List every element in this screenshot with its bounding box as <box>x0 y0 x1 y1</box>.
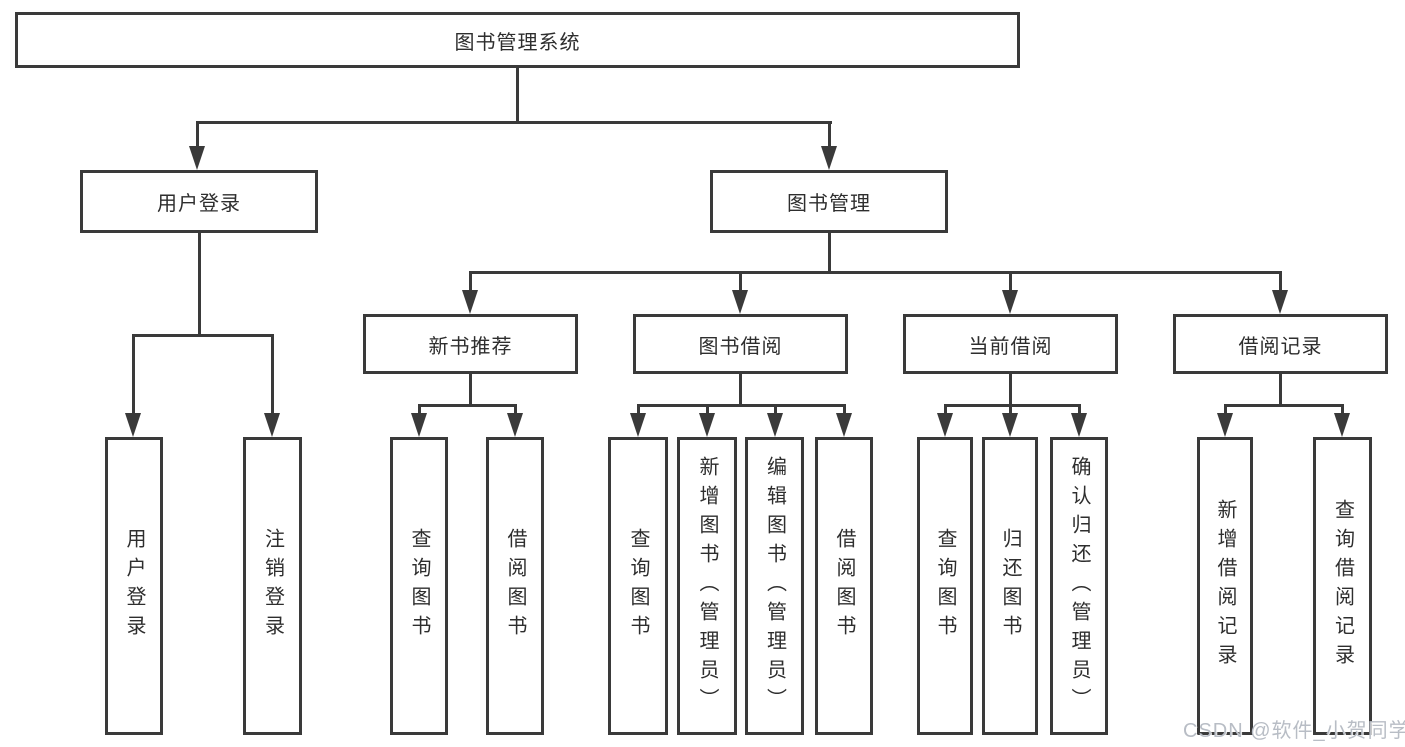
connector-line <box>1341 404 1344 415</box>
connector-line <box>196 121 199 148</box>
leaf-borrow-books: 借阅图书 <box>815 437 873 735</box>
arrow-down-icon <box>189 146 205 170</box>
leaf-add-borrow-record: 新增借阅记录 <box>1197 437 1253 735</box>
connector-line <box>637 404 640 415</box>
leaf-query-books-current-label: 查询图书 <box>934 528 956 644</box>
leaf-add-books-admin: 新增图书（管理员） <box>677 437 737 735</box>
watermark: CSDN @软件_小贺同学 <box>1183 720 1405 742</box>
connector-line <box>132 334 135 415</box>
connector-line <box>774 404 777 415</box>
connector-line <box>132 334 273 337</box>
leaf-query-borrow-record-label: 查询借阅记录 <box>1331 499 1354 673</box>
node-user-login-label: 用户登录 <box>157 193 241 215</box>
leaf-borrow-books-recommend: 借阅图书 <box>486 437 544 735</box>
node-book-management: 图书管理 <box>710 170 948 233</box>
leaf-query-borrow-record: 查询借阅记录 <box>1313 437 1372 735</box>
connector-line <box>469 374 472 407</box>
leaf-edit-books-admin: 编辑图书（管理员） <box>745 437 804 735</box>
connector-line <box>271 334 274 415</box>
arrow-down-icon <box>767 413 783 437</box>
node-user-login: 用户登录 <box>80 170 318 233</box>
arrow-down-icon <box>1217 413 1233 437</box>
arrow-down-icon <box>1272 290 1288 314</box>
node-root-label: 图书管理系统 <box>454 31 581 54</box>
connector-line <box>1279 374 1282 407</box>
arrow-down-icon <box>937 413 953 437</box>
arrow-down-icon <box>1334 413 1350 437</box>
leaf-confirm-return-admin: 确认归还（管理员） <box>1050 437 1108 735</box>
connector-line <box>418 404 421 415</box>
arrow-down-icon <box>1071 413 1087 437</box>
arrow-down-icon <box>411 413 427 437</box>
leaf-query-books-borrowing: 查询图书 <box>608 437 668 735</box>
arrow-down-icon <box>1002 290 1018 314</box>
node-book-borrowing: 图书借阅 <box>633 314 848 374</box>
arrow-down-icon <box>821 146 837 170</box>
connector-line <box>1078 404 1081 415</box>
connector-line <box>469 271 472 292</box>
connector-line <box>1009 374 1012 407</box>
arrow-down-icon <box>125 413 141 437</box>
arrow-down-icon <box>507 413 523 437</box>
leaf-query-books-recommend-label: 查询图书 <box>408 528 430 644</box>
arrow-down-icon <box>732 290 748 314</box>
connector-line <box>843 404 846 415</box>
arrow-down-icon <box>836 413 852 437</box>
leaf-return-books-label: 归还图书 <box>999 528 1021 644</box>
node-current-borrowing-label: 当前借阅 <box>968 335 1053 358</box>
connector-line <box>828 121 831 148</box>
connector-line <box>706 404 709 415</box>
connector-line <box>418 404 517 407</box>
node-book-borrowing-label: 图书借阅 <box>698 335 783 358</box>
leaf-logout-label: 注销登录 <box>261 528 284 644</box>
leaf-add-books-admin-label: 新增图书（管理员） <box>696 455 718 717</box>
connector-line <box>1224 404 1227 415</box>
leaf-add-borrow-record-label: 新增借阅记录 <box>1214 499 1236 673</box>
leaf-logout: 注销登录 <box>243 437 302 735</box>
leaf-borrow-books-recommend-label: 借阅图书 <box>504 528 526 644</box>
leaf-borrow-books-label: 借阅图书 <box>833 528 855 644</box>
connector-line <box>198 233 201 337</box>
connector-line <box>944 404 947 415</box>
leaf-query-books-borrowing-label: 查询图书 <box>627 528 649 644</box>
node-new-book-recommend: 新书推荐 <box>363 314 578 374</box>
leaf-user-login-label: 用户登录 <box>123 528 145 644</box>
leaf-return-books: 归还图书 <box>982 437 1038 735</box>
connector-line <box>1279 271 1282 292</box>
arrow-down-icon <box>462 290 478 314</box>
connector-line <box>637 404 846 407</box>
node-new-book-recommend-label: 新书推荐 <box>428 335 513 358</box>
arrow-down-icon <box>264 413 280 437</box>
leaf-edit-books-admin-label: 编辑图书（管理员） <box>763 455 786 717</box>
arrow-down-icon <box>699 413 715 437</box>
connector-line <box>514 404 517 415</box>
leaf-confirm-return-admin-label: 确认归还（管理员） <box>1068 455 1090 717</box>
connector-line <box>469 271 1281 274</box>
leaf-user-login: 用户登录 <box>105 437 163 735</box>
node-borrowing-records-label: 借阅记录 <box>1238 335 1323 358</box>
arrow-down-icon <box>1002 413 1018 437</box>
connector-line <box>197 121 832 124</box>
arrow-down-icon <box>630 413 646 437</box>
node-borrowing-records: 借阅记录 <box>1173 314 1388 374</box>
connector-line <box>944 404 1081 407</box>
connector-line <box>828 233 831 273</box>
connector-line <box>516 68 519 124</box>
node-current-borrowing: 当前借阅 <box>903 314 1118 374</box>
node-book-management-label: 图书管理 <box>787 193 871 215</box>
connector-line <box>1224 404 1344 407</box>
leaf-query-books-recommend: 查询图书 <box>390 437 448 735</box>
connector-line <box>1009 404 1012 415</box>
connector-line <box>1009 271 1012 292</box>
node-root: 图书管理系统 <box>15 12 1020 68</box>
connector-line <box>739 374 742 407</box>
connector-line <box>739 271 742 292</box>
leaf-query-books-current: 查询图书 <box>917 437 973 735</box>
